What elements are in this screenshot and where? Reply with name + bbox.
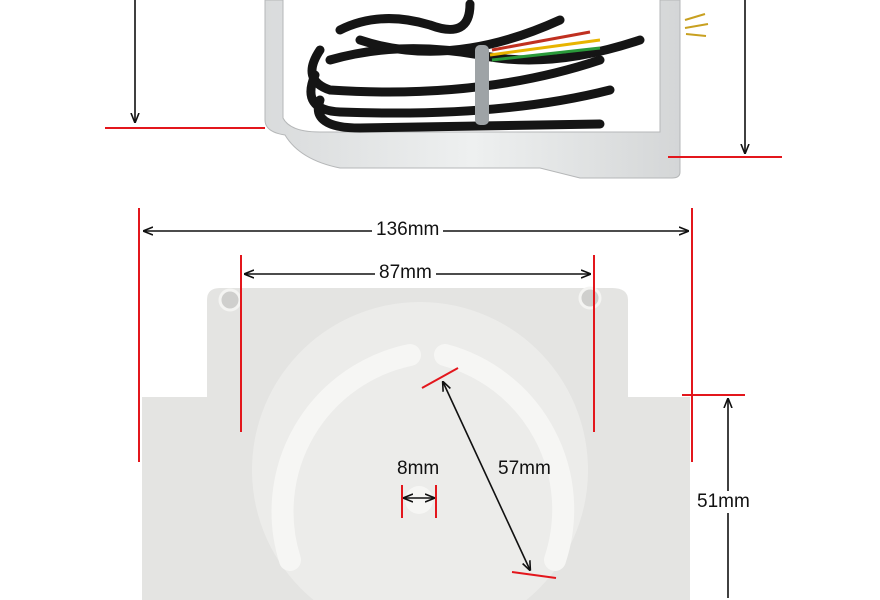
left-slot xyxy=(271,344,421,571)
mount-hole-left xyxy=(218,288,242,312)
label-8mm: 8mm xyxy=(397,458,440,479)
label-136mm: 136mm xyxy=(372,219,444,241)
diameter-57-arrow xyxy=(443,382,530,570)
bracket-side-view xyxy=(264,0,709,179)
label-87mm: 87mm xyxy=(375,262,436,284)
label-51mm: 51mm xyxy=(693,491,754,513)
label-57mm: 57mm xyxy=(498,458,551,479)
right-slot xyxy=(434,344,575,571)
center-hole xyxy=(405,486,433,514)
base-plate xyxy=(142,286,690,600)
mount-hole-right xyxy=(578,286,602,310)
